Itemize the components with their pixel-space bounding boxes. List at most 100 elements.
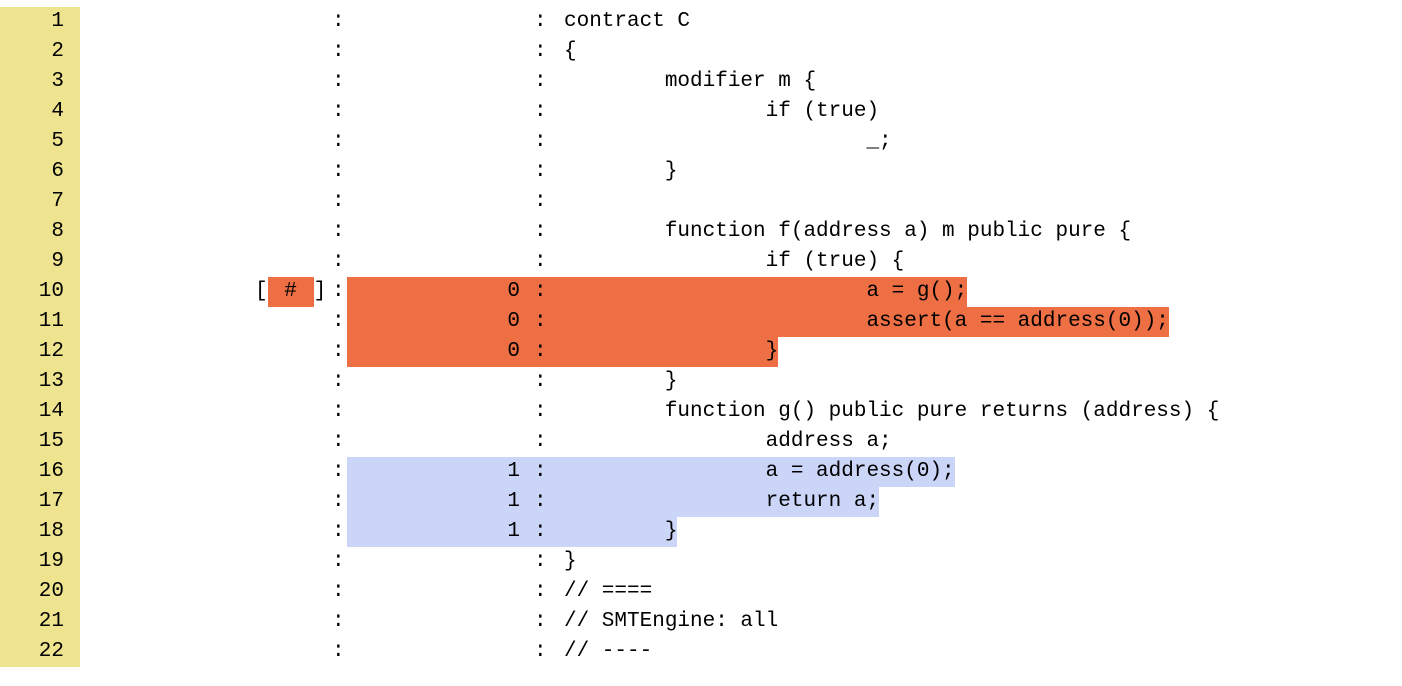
separator: : [332, 400, 345, 423]
separator: : [534, 550, 547, 573]
separator: : [534, 430, 547, 453]
line-number: 21 [0, 607, 80, 637]
code-line: 17:1: return a; [0, 487, 1402, 517]
source-code: assert(a == address(0)); [564, 310, 1169, 333]
separator: : [332, 430, 345, 453]
covered-highlight [347, 487, 879, 517]
source-code: function g() public pure returns (addres… [564, 400, 1220, 423]
source-code: modifier m { [564, 70, 817, 93]
source-code: { [564, 40, 577, 63]
code-line: 3:: modifier m { [0, 67, 1402, 97]
line-number: 3 [0, 67, 80, 97]
separator: : [534, 70, 547, 93]
separator: : [332, 640, 345, 663]
line-number: 19 [0, 547, 80, 577]
code-line: 21::// SMTEngine: all [0, 607, 1402, 637]
hit-count: 1 [507, 460, 520, 483]
separator: : [534, 40, 547, 63]
line-number: 12 [0, 337, 80, 367]
code-line: 4:: if (true) [0, 97, 1402, 127]
line-number: 20 [0, 577, 80, 607]
code-line: 10[#]:0: a = g(); [0, 277, 1402, 307]
code-line: 19::} [0, 547, 1402, 577]
covered-highlight [347, 517, 678, 547]
code-line: 8:: function f(address a) m public pure … [0, 217, 1402, 247]
line-number: 7 [0, 187, 80, 217]
separator: : [332, 280, 345, 303]
separator: : [534, 310, 547, 333]
code-line: 14:: function g() public pure returns (a… [0, 397, 1402, 427]
code-line: 22::// ---- [0, 637, 1402, 667]
hit-count: 1 [507, 520, 520, 543]
separator: : [332, 130, 345, 153]
code-line: 2:: { [0, 37, 1402, 67]
separator: : [534, 640, 547, 663]
code-line: 16:1: a = address(0); [0, 457, 1402, 487]
code-line: 1::contract C [0, 7, 1402, 37]
separator: : [332, 160, 345, 183]
line-number: 9 [0, 247, 80, 277]
marker-hash[interactable]: # [267, 277, 314, 307]
source-code: a = address(0); [564, 460, 955, 483]
separator: : [332, 190, 345, 213]
source-code: if (true) { [564, 250, 905, 273]
separator: : [332, 40, 345, 63]
separator: : [534, 520, 547, 543]
separator: : [332, 490, 345, 513]
issue-marker[interactable]: [#] [255, 277, 326, 307]
hit-count: 0 [507, 340, 520, 363]
code-line: 12:0: } [0, 337, 1402, 367]
executed-highlight [347, 277, 968, 307]
separator: : [332, 370, 345, 393]
code-line: 7:: [0, 187, 1402, 217]
source-code: function f(address a) m public pure { [564, 220, 1132, 243]
line-number: 2 [0, 37, 80, 67]
separator: : [534, 10, 547, 33]
separator: : [534, 400, 547, 423]
separator: : [332, 610, 345, 633]
code-line: 15:: address a; [0, 427, 1402, 457]
line-number: 11 [0, 307, 80, 337]
separator: : [534, 370, 547, 393]
line-number: 13 [0, 367, 80, 397]
separator: : [332, 100, 345, 123]
line-number: 17 [0, 487, 80, 517]
line-number: 1 [0, 7, 80, 37]
separator: : [534, 160, 547, 183]
separator: : [534, 190, 547, 213]
code-line: 18:1: } [0, 517, 1402, 547]
executed-highlight [347, 337, 779, 367]
hit-count: 1 [507, 490, 520, 513]
separator: : [534, 100, 547, 123]
separator: : [332, 460, 345, 483]
line-number: 14 [0, 397, 80, 427]
separator: : [332, 250, 345, 273]
separator: : [534, 340, 547, 363]
separator: : [534, 280, 547, 303]
hit-count: 0 [507, 280, 520, 303]
separator: : [534, 220, 547, 243]
source-code: return a; [564, 490, 880, 513]
separator: : [534, 610, 547, 633]
line-number: 8 [0, 217, 80, 247]
separator: : [534, 460, 547, 483]
line-number: 18 [0, 517, 80, 547]
covered-highlight [347, 457, 955, 487]
separator: : [332, 310, 345, 333]
source-code: contract C [564, 10, 691, 33]
code-line: 20::// ==== [0, 577, 1402, 607]
line-number: 5 [0, 127, 80, 157]
code-line: 5:: _; [0, 127, 1402, 157]
code-line: 6:: } [0, 157, 1402, 187]
executed-highlight [347, 307, 1169, 337]
line-number: 6 [0, 157, 80, 187]
marker-close-bracket: ] [313, 280, 327, 303]
source-code: } [564, 520, 678, 543]
separator: : [534, 580, 547, 603]
separator: : [332, 550, 345, 573]
source-code: address a; [564, 430, 892, 453]
source-code: a = g(); [564, 280, 968, 303]
line-number: 4 [0, 97, 80, 127]
source-code: // ---- [564, 640, 653, 663]
line-number: 16 [0, 457, 80, 487]
